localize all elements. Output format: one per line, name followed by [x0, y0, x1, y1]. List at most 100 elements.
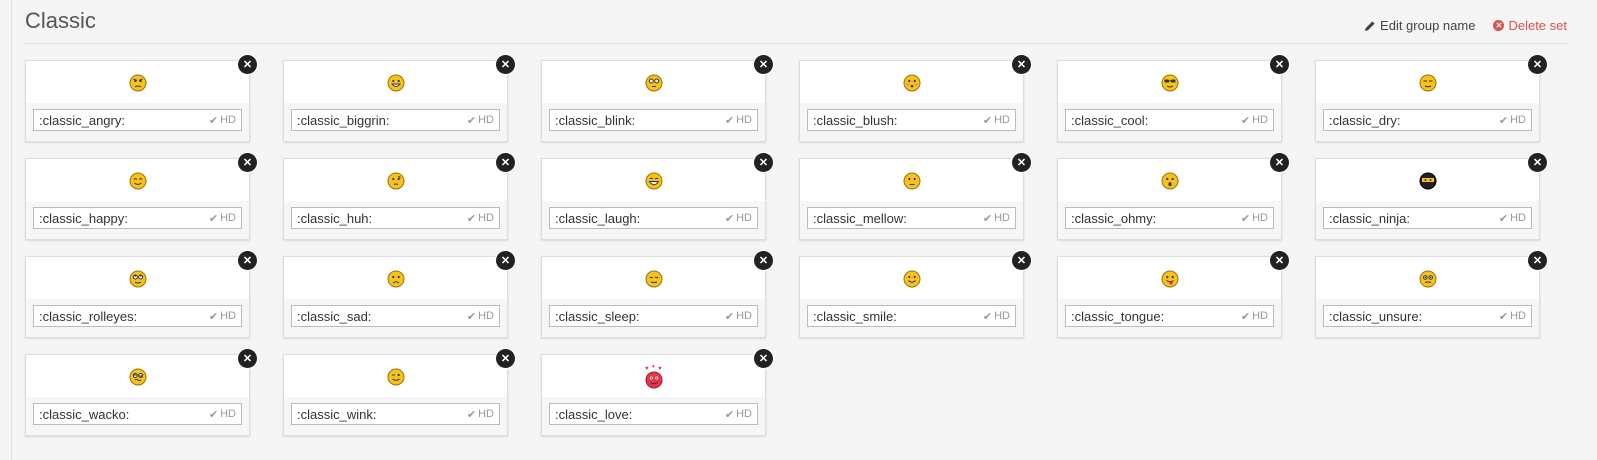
emoticon-code-area: :classic_rolleyes: ✔ HD: [26, 299, 249, 337]
blink-face-icon: [645, 74, 663, 92]
emoticon-code-field[interactable]: :classic_wacko: ✔ HD: [33, 403, 242, 425]
emoticon-code-field[interactable]: :classic_sad: ✔ HD: [291, 305, 500, 327]
emoticon-code-area: :classic_sleep: ✔ HD: [542, 299, 765, 337]
emoticon-code[interactable]: :classic_huh:: [297, 210, 373, 226]
circle-x-icon: ✕: [1493, 20, 1505, 31]
emoticon-code[interactable]: :classic_rolleyes:: [39, 308, 138, 324]
check-icon: ✔: [1498, 114, 1509, 127]
emoticon-code[interactable]: :classic_smile:: [813, 308, 897, 324]
emoticon-code-field[interactable]: :classic_mellow: ✔ HD: [807, 207, 1016, 229]
emoticon-code-field[interactable]: :classic_blink: ✔ HD: [549, 109, 758, 131]
emoticon-code[interactable]: :classic_blush:: [813, 112, 898, 128]
remove-emoticon-button[interactable]: ✕: [754, 55, 773, 74]
remove-emoticon-button[interactable]: ✕: [496, 153, 515, 172]
mellow-face-icon: [903, 172, 921, 190]
emoticon-code[interactable]: :classic_blink:: [555, 112, 636, 128]
edit-group-name-label: Edit group name: [1380, 18, 1476, 33]
check-icon: ✔: [208, 212, 219, 225]
emoticon-code[interactable]: :classic_ninja:: [1329, 210, 1410, 226]
emoticon-code[interactable]: :classic_ohmy:: [1071, 210, 1157, 226]
emoticon-code[interactable]: :classic_sad:: [297, 308, 372, 324]
emoticon-code[interactable]: :classic_sleep:: [555, 308, 640, 324]
emoticon-code-field[interactable]: :classic_ninja: ✔ HD: [1323, 207, 1532, 229]
emoticon-code-field[interactable]: :classic_rolleyes: ✔ HD: [33, 305, 242, 327]
check-icon: ✔: [982, 310, 993, 323]
emoticon-code-field[interactable]: :classic_happy: ✔ HD: [33, 207, 242, 229]
emoticon-code[interactable]: :classic_love:: [555, 406, 633, 422]
hd-indicator: ✔ HD: [467, 408, 494, 421]
remove-emoticon-button[interactable]: ✕: [496, 251, 515, 270]
remove-emoticon-button[interactable]: ✕: [238, 55, 257, 74]
emoticon-code[interactable]: :classic_mellow:: [813, 210, 907, 226]
emoticon-code[interactable]: :classic_unsure:: [1329, 308, 1423, 324]
remove-emoticon-button[interactable]: ✕: [238, 251, 257, 270]
remove-emoticon-button[interactable]: ✕: [1528, 55, 1547, 74]
emoticon-code[interactable]: :classic_happy:: [39, 210, 128, 226]
emoticon-card: :classic_ninja: ✔ HD ✕: [1315, 153, 1547, 240]
remove-emoticon-button[interactable]: ✕: [754, 153, 773, 172]
check-icon: ✔: [466, 310, 477, 323]
edit-group-name-button[interactable]: Edit group name: [1364, 18, 1475, 33]
remove-emoticon-button[interactable]: ✕: [754, 349, 773, 368]
emoticon-code-field[interactable]: :classic_blush: ✔ HD: [807, 109, 1016, 131]
emoticon-code-area: :classic_smile: ✔ HD: [800, 299, 1023, 337]
love-face-icon: ♥♥♥: [643, 364, 665, 390]
emoticon-card: :classic_mellow: ✔ HD ✕: [799, 153, 1031, 240]
remove-emoticon-button[interactable]: ✕: [1270, 55, 1289, 74]
tongue-face-icon: [1161, 270, 1179, 288]
emoticon-code-area: :classic_ninja: ✔ HD: [1316, 201, 1539, 239]
svg-text:♥: ♥: [652, 364, 655, 370]
check-icon: ✔: [724, 408, 735, 421]
emoticon-code-field[interactable]: :classic_angry: ✔ HD: [33, 109, 242, 131]
unsure-face-icon: [1419, 270, 1437, 288]
emoticon-card: :classic_sleep: ✔ HD ✕: [541, 251, 773, 338]
emoticon-card: :classic_biggrin: ✔ HD ✕: [283, 55, 515, 142]
emoticon-code-field[interactable]: :classic_huh: ✔ HD: [291, 207, 500, 229]
emoticon-code[interactable]: :classic_tongue:: [1071, 308, 1165, 324]
check-icon: ✔: [982, 114, 993, 127]
emoticon-code[interactable]: :classic_dry:: [1329, 112, 1401, 128]
check-icon: ✔: [982, 212, 993, 225]
remove-emoticon-button[interactable]: ✕: [1270, 153, 1289, 172]
emoticon-code-field[interactable]: :classic_cool: ✔ HD: [1065, 109, 1274, 131]
hd-indicator: ✔ HD: [467, 310, 494, 323]
emoticon-code-field[interactable]: :classic_laugh: ✔ HD: [549, 207, 758, 229]
remove-emoticon-button[interactable]: ✕: [1528, 153, 1547, 172]
remove-emoticon-button[interactable]: ✕: [1528, 251, 1547, 270]
emoticon-code[interactable]: :classic_cool:: [1071, 112, 1149, 128]
emoticon-code-field[interactable]: :classic_sleep: ✔ HD: [549, 305, 758, 327]
remove-emoticon-button[interactable]: ✕: [238, 349, 257, 368]
remove-emoticon-button[interactable]: ✕: [496, 55, 515, 74]
hd-label: HD: [478, 408, 494, 420]
emoticon-code[interactable]: :classic_laugh:: [555, 210, 641, 226]
emoticon-code-field[interactable]: :classic_biggrin: ✔ HD: [291, 109, 500, 131]
hd-indicator: ✔ HD: [725, 408, 752, 421]
emoticon-code-field[interactable]: :classic_ohmy: ✔ HD: [1065, 207, 1274, 229]
remove-emoticon-button[interactable]: ✕: [754, 251, 773, 270]
emoticon-code-field[interactable]: :classic_wink: ✔ HD: [291, 403, 500, 425]
remove-emoticon-button[interactable]: ✕: [1012, 251, 1031, 270]
emoticon-code[interactable]: :classic_wink:: [297, 406, 377, 422]
hd-label: HD: [994, 212, 1010, 224]
blush-face-icon: [903, 74, 921, 92]
svg-text:♥: ♥: [658, 366, 662, 372]
emoticon-code-area: :classic_unsure: ✔ HD: [1316, 299, 1539, 337]
emoticon-code-area: :classic_cool: ✔ HD: [1058, 103, 1281, 141]
emoticon-code-field[interactable]: :classic_smile: ✔ HD: [807, 305, 1016, 327]
remove-emoticon-button[interactable]: ✕: [1270, 251, 1289, 270]
remove-emoticon-button[interactable]: ✕: [496, 349, 515, 368]
emoticon-code-field[interactable]: :classic_dry: ✔ HD: [1323, 109, 1532, 131]
hd-indicator: ✔ HD: [725, 212, 752, 225]
emoticon-code-area: :classic_tongue: ✔ HD: [1058, 299, 1281, 337]
emoticon-code[interactable]: :classic_biggrin:: [297, 112, 390, 128]
emoticon-code-field[interactable]: :classic_love: ✔ HD: [549, 403, 758, 425]
remove-emoticon-button[interactable]: ✕: [238, 153, 257, 172]
emoticon-code[interactable]: :classic_wacko:: [39, 406, 130, 422]
emoticon-code-field[interactable]: :classic_tongue: ✔ HD: [1065, 305, 1274, 327]
delete-set-button[interactable]: ✕ Delete set: [1493, 18, 1567, 33]
emoticon-code-field[interactable]: :classic_unsure: ✔ HD: [1323, 305, 1532, 327]
remove-emoticon-button[interactable]: ✕: [1012, 55, 1031, 74]
emoticon-code-area: :classic_wacko: ✔ HD: [26, 397, 249, 435]
remove-emoticon-button[interactable]: ✕: [1012, 153, 1031, 172]
emoticon-code[interactable]: :classic_angry:: [39, 112, 125, 128]
